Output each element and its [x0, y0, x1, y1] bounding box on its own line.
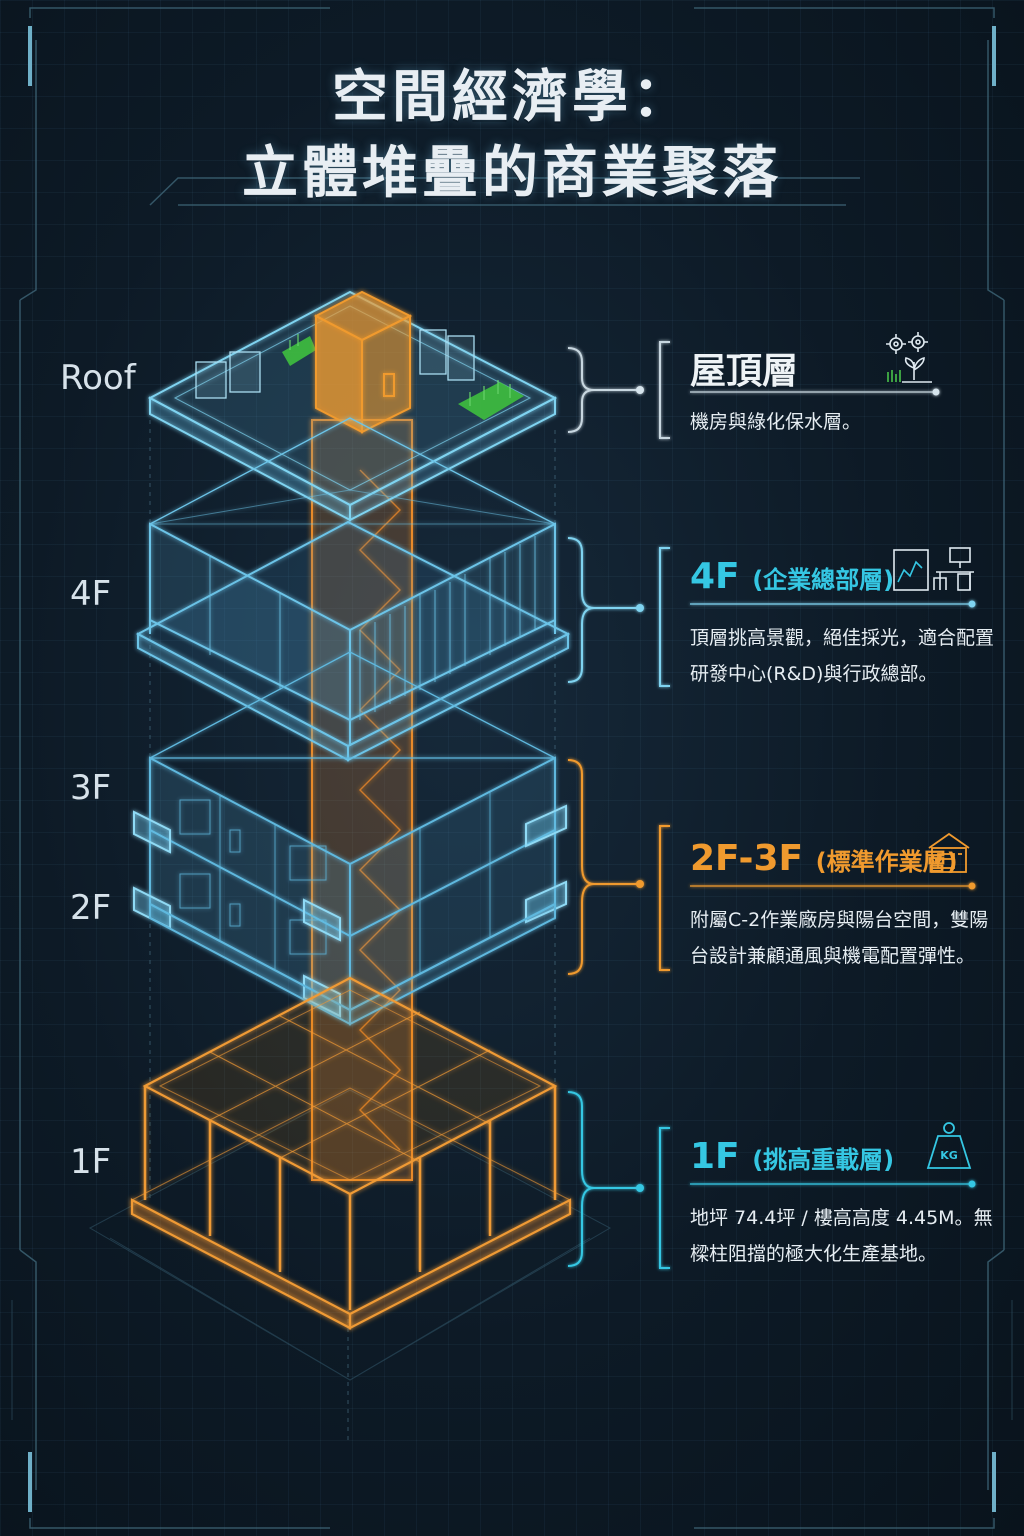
connector-brackets — [567, 341, 976, 1269]
weight-kg-icon: KG — [926, 1122, 972, 1169]
gears-plant-icon — [886, 332, 932, 383]
panel-1f-desc-line2: 樑柱阻擋的極大化生產基地。 — [690, 1243, 938, 1265]
roof-tower — [313, 290, 413, 434]
green-roof — [282, 334, 524, 420]
floor-2f-3f-block — [133, 651, 567, 1026]
panel-2f-3f-desc-line2: 台設計兼顧通風與機電配置彈性。 — [690, 945, 976, 967]
panel-4f-title-main: 4F — [690, 556, 740, 597]
weight-kg-icon-label: KG — [940, 1149, 958, 1162]
panel-4f-desc-line1: 頂層挑高景觀，絕佳採光，適合配置 — [690, 627, 995, 649]
panel-2f-3f-title: 2F-3F (標準作業層) — [690, 838, 958, 879]
floor-label-1f: 1F — [70, 1142, 112, 1182]
panel-4f-title-sub: (企業總部層) — [752, 566, 895, 594]
floor-1f-block — [130, 976, 572, 1330]
floor-label-4f: 4F — [70, 574, 112, 614]
roof-machinery — [195, 329, 475, 399]
panel-1f-desc-line1: 地坪 74.4坪 / 樓高高度 4.45M。無 — [690, 1207, 993, 1229]
panel-1f-title-main: 1F — [690, 1136, 740, 1177]
panel-1f-title-sub: (挑高重載層) — [752, 1146, 895, 1174]
floor-label-roof: Roof — [60, 358, 136, 398]
title-line-2: 立體堆疊的商業聚落 — [242, 141, 782, 206]
floor-label-3f: 3F — [70, 768, 112, 808]
panel-4f-desc-line2: 研發中心(R&D)與行政總部。 — [690, 663, 938, 685]
panel-roof-title: 屋頂層 — [690, 351, 799, 392]
panel-4f-title: 4F (企業總部層) — [690, 556, 894, 597]
panel-1f-title: 1F (挑高重載層) — [690, 1136, 894, 1177]
office-desk-icon — [893, 547, 974, 591]
title-line-1: 空間經濟學： — [332, 65, 692, 130]
floor-4f-block — [135, 417, 571, 762]
factory-icon — [928, 832, 970, 873]
panel-2f-3f-title-main: 2F-3F — [690, 838, 804, 879]
panel-2f-3f-desc-line1: 附屬C-2作業廠房與陽台空間，雙陽 — [690, 909, 989, 931]
floor-label-2f: 2F — [70, 888, 112, 928]
panel-roof-desc-line1: 機房與綠化保水層。 — [690, 411, 862, 433]
